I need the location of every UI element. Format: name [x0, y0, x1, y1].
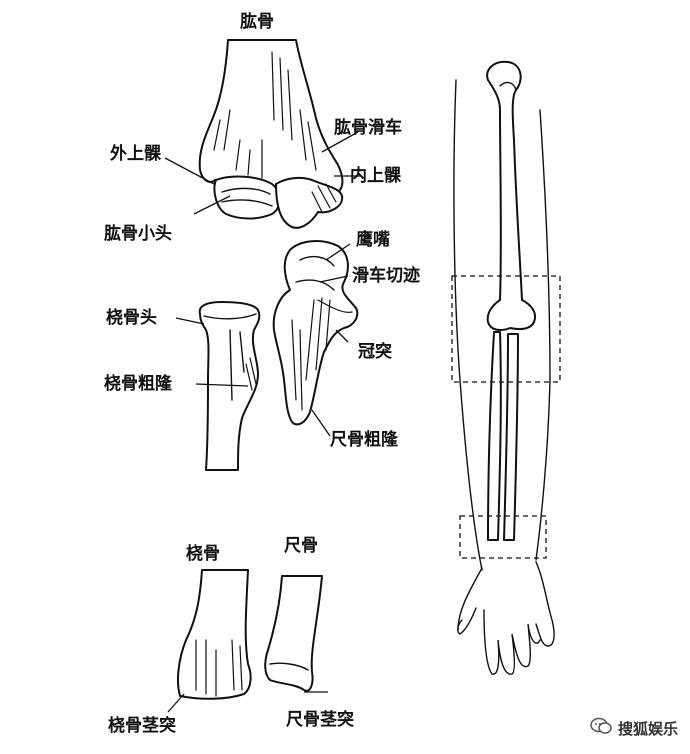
label-olecranon: 鹰嘴 — [356, 230, 390, 250]
label-ulnar-tuberosity: 尺骨粗隆 — [330, 430, 398, 450]
label-radial-tuberosity: 桡骨粗隆 — [104, 374, 172, 394]
distal-humerus-drawing — [198, 39, 344, 229]
label-radial-styloid: 桡骨茎突 — [108, 716, 176, 736]
label-ulna: 尺骨 — [284, 536, 318, 556]
label-capitulum: 肱骨小头 — [104, 224, 172, 244]
proximal-radius-drawing — [198, 301, 261, 471]
label-humerus: 肱骨 — [240, 12, 274, 32]
label-medial-epicondyle: 内上髁 — [350, 166, 401, 186]
distal-ulna-drawing — [264, 575, 323, 692]
chat-bubble-icon — [590, 716, 612, 740]
label-trochlea: 肱骨滑车 — [334, 118, 402, 138]
label-ulnar-styloid: 尺骨茎突 — [286, 710, 354, 730]
label-radius: 桡骨 — [186, 544, 220, 564]
label-radial-head: 桡骨头 — [106, 308, 157, 328]
watermark: 搜狐娱乐 — [590, 716, 678, 740]
whole-arm-drawing — [451, 60, 561, 675]
watermark-text: 搜狐娱乐 — [617, 719, 678, 738]
distal-radius-drawing — [177, 569, 252, 700]
label-lateral-epicondyle: 外上髁 — [110, 144, 161, 164]
label-coronoid: 冠突 — [358, 342, 392, 362]
proximal-ulna-drawing — [272, 240, 359, 426]
leader-lines — [164, 131, 362, 713]
label-trochlear-notch: 滑车切迹 — [352, 266, 420, 286]
